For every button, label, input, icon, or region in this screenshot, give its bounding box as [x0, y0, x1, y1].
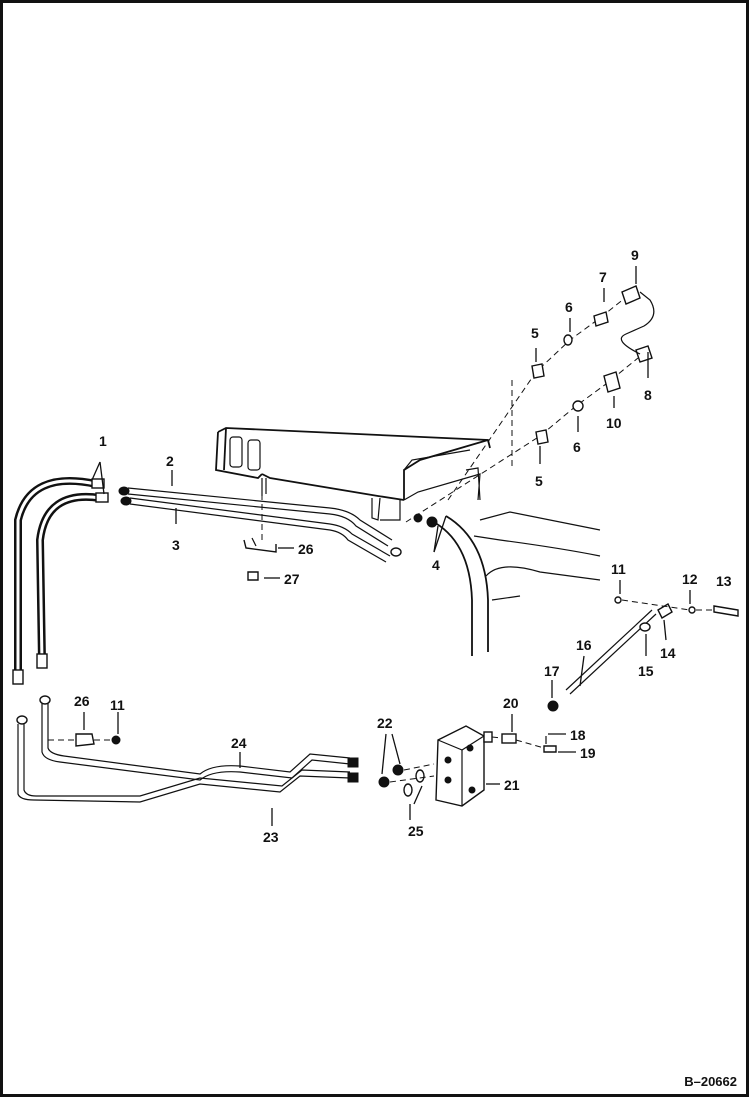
- leader-lines: [83, 266, 691, 826]
- callout-9: 9: [631, 247, 639, 263]
- control-linkage: [491, 596, 739, 753]
- upper-fittings: [405, 285, 655, 528]
- callout-11-right: 11: [611, 561, 626, 577]
- callout-19: 19: [580, 745, 596, 761]
- callout-1: 1: [99, 433, 107, 449]
- lower-tubes: [16, 695, 359, 803]
- loader-frame-body: [215, 427, 601, 656]
- callout-22: 22: [377, 715, 393, 731]
- callout-labels: 1 2 3 4 5 5 6 6 7 8 9 10 11 11 12 13 14 …: [74, 247, 732, 845]
- callout-6-upper: 6: [565, 299, 573, 315]
- clamps: [48, 494, 277, 747]
- callout-5-upper: 5: [531, 325, 539, 341]
- callout-23: 23: [263, 829, 279, 845]
- callout-8: 8: [644, 387, 652, 403]
- callout-6-lower: 6: [573, 439, 581, 455]
- callout-4: 4: [432, 557, 440, 573]
- callout-14: 14: [660, 645, 676, 661]
- callout-26-upper: 26: [298, 541, 314, 557]
- hoses: [12, 477, 109, 685]
- callout-3: 3: [172, 537, 180, 553]
- callout-16: 16: [576, 637, 592, 653]
- upper-tubes: [118, 486, 402, 563]
- callout-10: 10: [606, 415, 622, 431]
- callout-17: 17: [544, 663, 560, 679]
- callout-13: 13: [716, 573, 732, 589]
- callout-24: 24: [231, 735, 247, 751]
- valve-fittings: [378, 763, 435, 797]
- callout-27: 27: [284, 571, 300, 587]
- callout-5-lower: 5: [535, 473, 543, 489]
- callout-20: 20: [503, 695, 519, 711]
- control-valve: [435, 725, 493, 807]
- callout-7: 7: [599, 269, 607, 285]
- callout-26-lower: 26: [74, 693, 90, 709]
- figure-id: B–20662: [684, 1074, 737, 1089]
- callout-21: 21: [504, 777, 520, 793]
- callout-12: 12: [682, 571, 698, 587]
- callout-18: 18: [570, 727, 586, 743]
- callout-2: 2: [166, 453, 174, 469]
- callout-11-left: 11: [110, 697, 125, 713]
- callout-25: 25: [408, 823, 424, 839]
- callout-15: 15: [638, 663, 654, 679]
